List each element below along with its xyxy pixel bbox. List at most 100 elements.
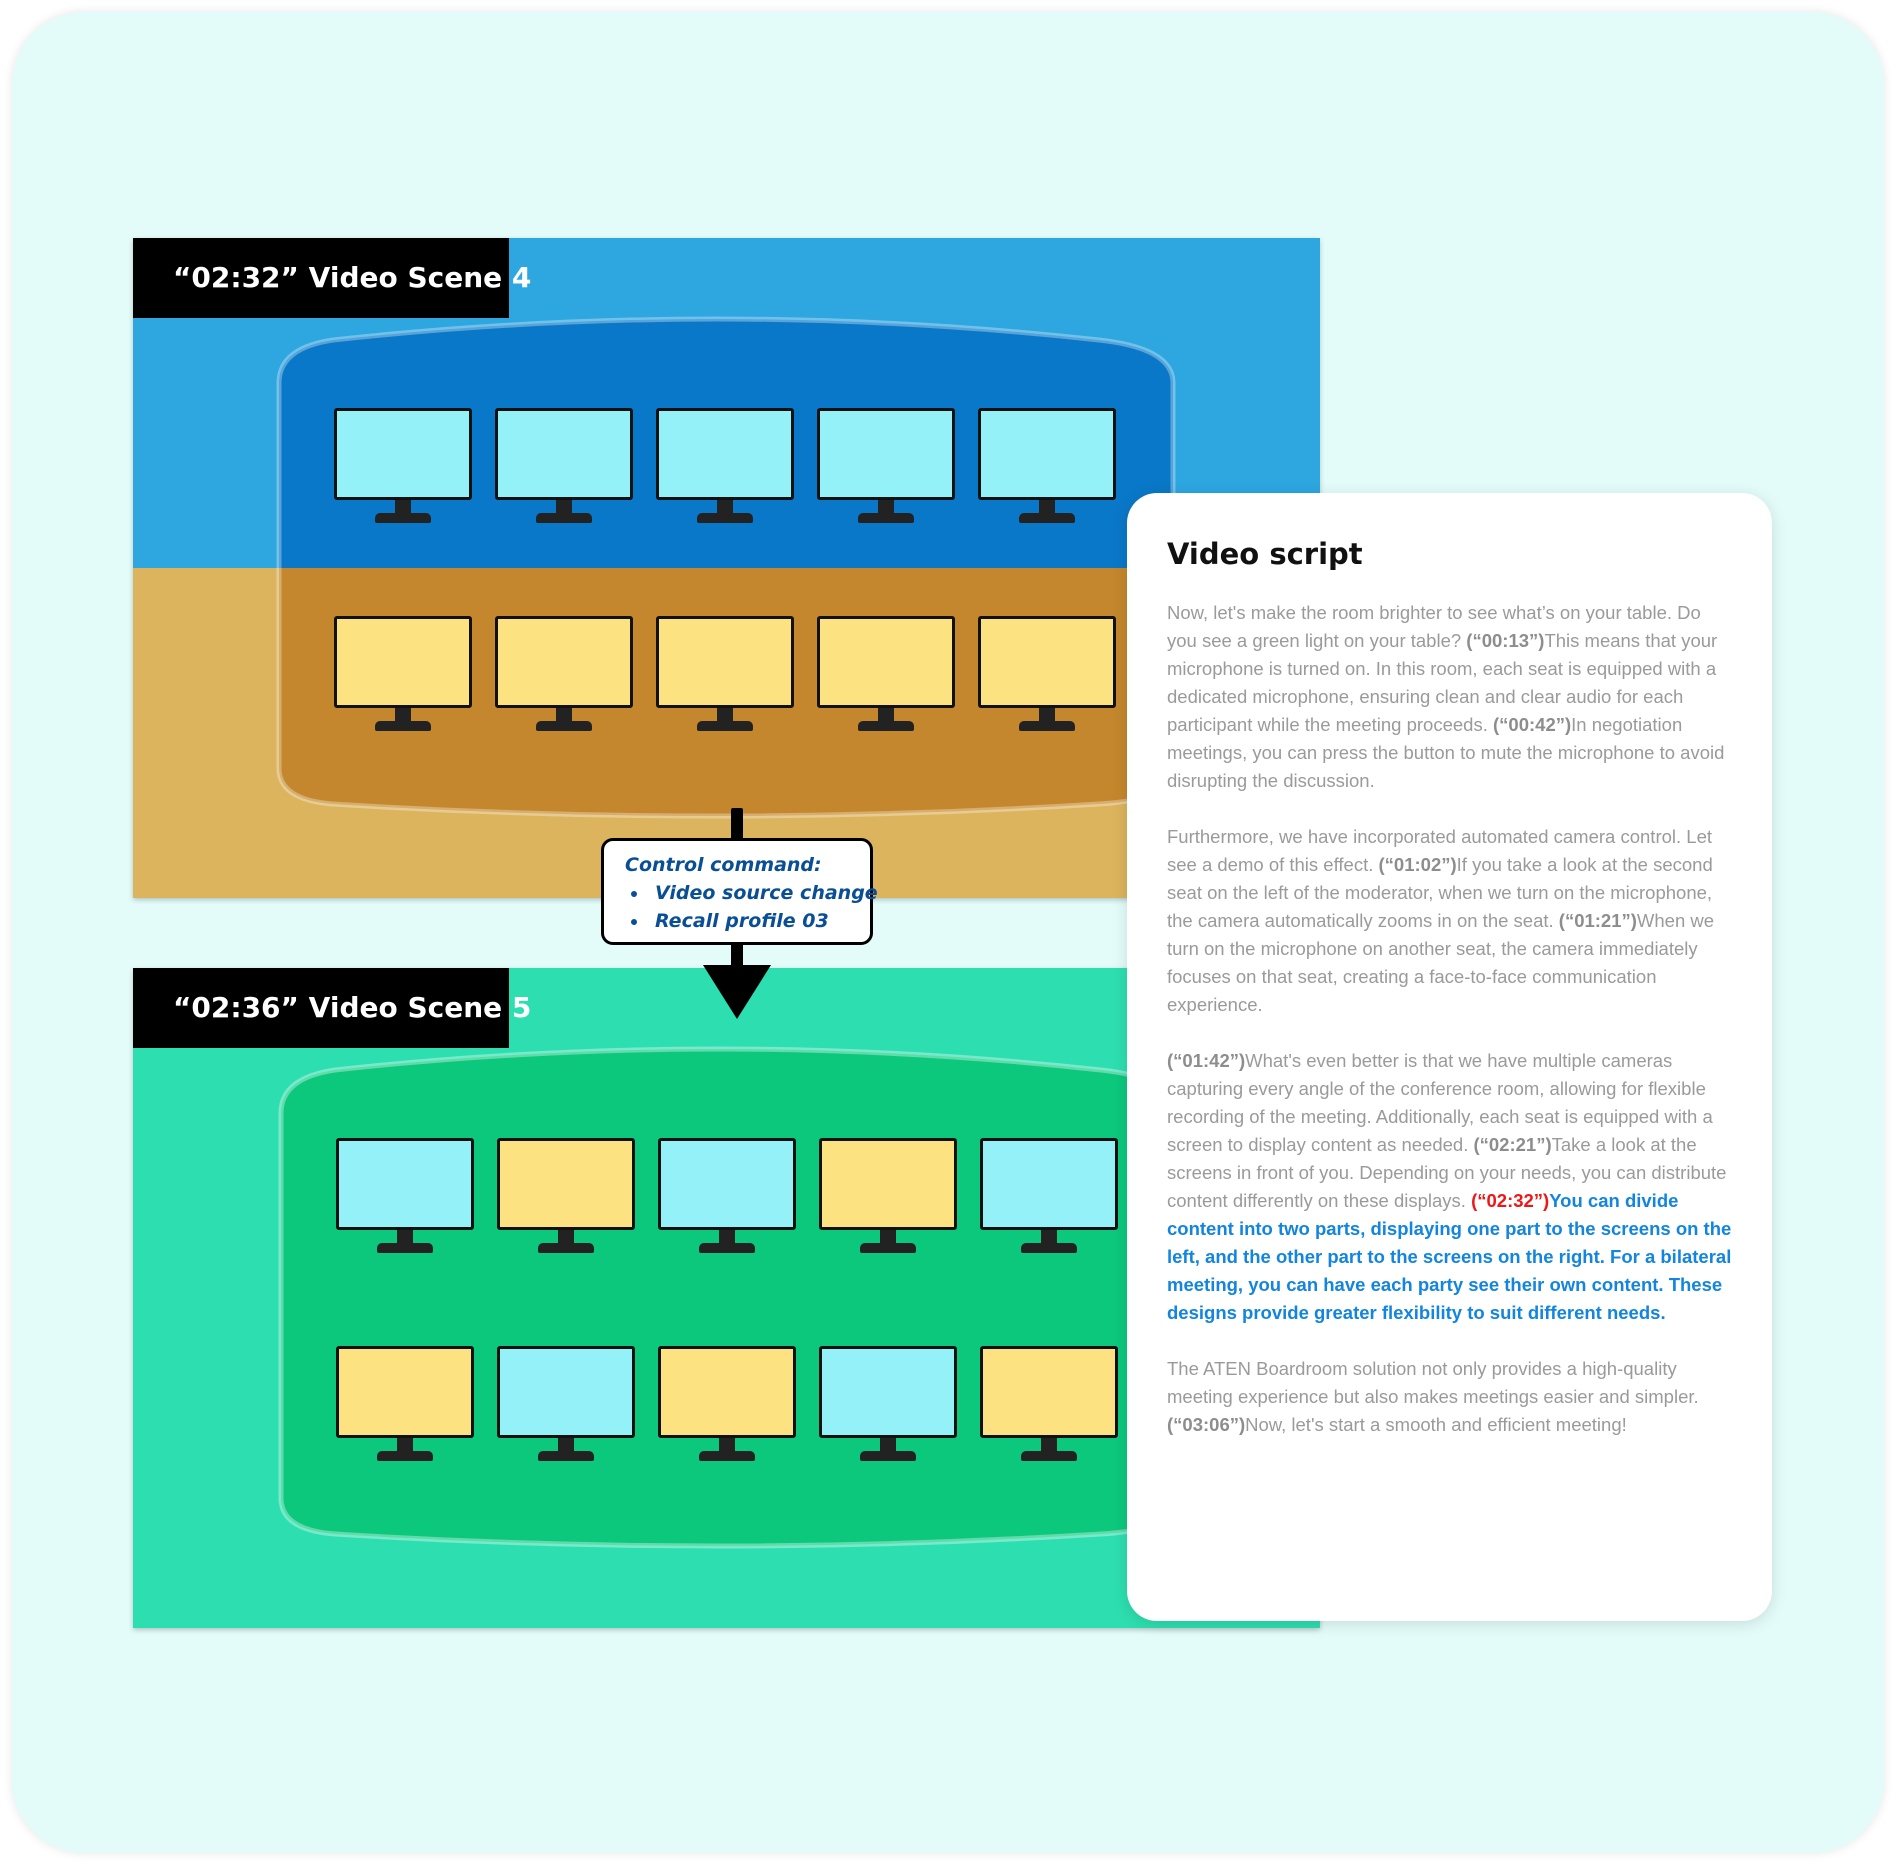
script-highlight-text: You can divide content into two parts, d… — [1167, 1190, 1732, 1323]
scene5-label: “02:36” Video Scene 5 — [133, 968, 531, 1048]
monitor-stand — [558, 1438, 574, 1452]
down-arrow-icon — [703, 965, 771, 1019]
monitor-base — [860, 1243, 916, 1253]
script-timestamp: (“01:02”) — [1378, 854, 1457, 875]
monitor-screen — [658, 1138, 796, 1230]
monitor-base — [697, 513, 753, 523]
scene4-label: “02:32” Video Scene 4 — [133, 238, 531, 318]
video-script-title: Video script — [1167, 537, 1363, 571]
script-text: Now, let's start a smooth and efficient … — [1245, 1414, 1627, 1435]
monitor-stand — [395, 708, 411, 722]
monitor-base — [377, 1451, 433, 1461]
monitor-scene5-bottom-3 — [658, 1346, 796, 1462]
monitor-scene5-top-1 — [336, 1138, 474, 1254]
script-text: Furthermore, we have incorporated automa… — [1167, 826, 1713, 875]
monitor-base — [536, 721, 592, 731]
monitor-scene5-top-3 — [658, 1138, 796, 1254]
monitor-screen — [819, 1346, 957, 1438]
monitor-scene4-top-4 — [817, 408, 955, 524]
script-paragraph-2: Furthermore, we have incorporated automa… — [1167, 823, 1734, 1019]
monitor-base — [858, 513, 914, 523]
monitor-base — [860, 1451, 916, 1461]
script-timestamp: (“02:21”) — [1473, 1134, 1552, 1155]
script-text: When we turn on the microphone on anothe… — [1167, 910, 1715, 1015]
monitor-screen — [819, 1138, 957, 1230]
script-text: This means that your microphone is turne… — [1167, 630, 1718, 735]
monitor-base — [536, 513, 592, 523]
script-timestamp: (“03:06”) — [1167, 1414, 1246, 1435]
monitor-base — [1019, 513, 1075, 523]
monitor-stand — [1039, 500, 1055, 514]
monitor-stand — [717, 500, 733, 514]
monitor-stand — [719, 1438, 735, 1452]
video-scene-5: “02:36” Video Scene 5 — [133, 968, 1320, 1628]
monitor-scene5-bottom-4 — [819, 1346, 957, 1462]
monitor-screen — [336, 1346, 474, 1438]
control-command-title: Control command: — [625, 854, 822, 876]
monitor-scene4-bottom-3 — [656, 616, 794, 732]
monitor-scene4-bottom-4 — [817, 616, 955, 732]
script-text: Now, let's make the room brighter to see… — [1167, 602, 1701, 651]
script-text: What's even better is that we have multi… — [1167, 1050, 1713, 1155]
script-timestamp: (“00:42”) — [1493, 714, 1572, 735]
script-timestamp: (“01:42”) — [1167, 1050, 1246, 1071]
monitor-stand — [719, 1230, 735, 1244]
monitor-screen — [978, 616, 1116, 708]
monitor-stand — [1041, 1438, 1057, 1452]
video-script-panel: Video script Now, let's make the room br… — [1127, 493, 1772, 1621]
monitor-stand — [395, 500, 411, 514]
monitor-screen — [334, 408, 472, 500]
monitor-base — [1021, 1451, 1077, 1461]
control-command-item: Video source change — [649, 879, 878, 907]
script-paragraph-1: Now, let's make the room brighter to see… — [1167, 599, 1734, 795]
script-text: In negotiation meetings, you can press t… — [1167, 714, 1725, 791]
monitor-base — [375, 513, 431, 523]
monitor-base — [538, 1243, 594, 1253]
monitor-stand — [878, 500, 894, 514]
monitor-scene4-top-2 — [495, 408, 633, 524]
monitor-screen — [495, 616, 633, 708]
monitor-stand — [880, 1230, 896, 1244]
monitor-screen — [980, 1346, 1118, 1438]
monitor-screen — [658, 1346, 796, 1438]
monitor-stand — [397, 1230, 413, 1244]
control-command-callout: Control command: Video source change Rec… — [601, 838, 878, 945]
monitor-scene5-bottom-2 — [497, 1346, 635, 1462]
flow-connector-bottom — [731, 940, 743, 970]
monitor-scene4-top-1 — [334, 408, 472, 524]
monitor-base — [375, 721, 431, 731]
script-paragraph-3: (“01:42”)What's even better is that we h… — [1167, 1047, 1734, 1327]
monitor-scene4-bottom-5 — [978, 616, 1116, 732]
monitor-scene4-bottom-2 — [495, 616, 633, 732]
monitor-scene5-top-2 — [497, 1138, 635, 1254]
monitor-scene5-bottom-1 — [336, 1346, 474, 1462]
monitor-screen — [980, 1138, 1118, 1230]
script-timestamp-highlight: (“02:32”) — [1471, 1190, 1550, 1211]
monitor-stand — [397, 1438, 413, 1452]
monitor-scene5-top-4 — [819, 1138, 957, 1254]
monitor-stand — [558, 1230, 574, 1244]
monitor-scene5-bottom-5 — [980, 1346, 1118, 1462]
monitor-stand — [556, 500, 572, 514]
monitor-scene4-bottom-1 — [334, 616, 472, 732]
monitor-screen — [334, 616, 472, 708]
monitor-scene4-top-3 — [656, 408, 794, 524]
monitor-stand — [1039, 708, 1055, 722]
control-command-item: Recall profile 03 — [649, 907, 870, 935]
monitor-screen — [817, 616, 955, 708]
monitor-base — [699, 1243, 755, 1253]
monitor-stand — [556, 708, 572, 722]
monitor-stand — [1041, 1230, 1057, 1244]
script-text: Take a look at the screens in front of y… — [1167, 1134, 1727, 1211]
script-text: The ATEN Boardroom solution not only pro… — [1167, 1358, 1699, 1407]
monitor-base — [858, 721, 914, 731]
monitor-scene5-top-5 — [980, 1138, 1118, 1254]
script-timestamp: (“00:13”) — [1466, 630, 1545, 651]
monitor-base — [697, 721, 753, 731]
monitor-screen — [497, 1346, 635, 1438]
monitor-screen — [817, 408, 955, 500]
monitor-screen — [656, 408, 794, 500]
monitor-stand — [878, 708, 894, 722]
script-text: If you take a look at the second seat on… — [1167, 854, 1713, 931]
monitor-screen — [656, 616, 794, 708]
